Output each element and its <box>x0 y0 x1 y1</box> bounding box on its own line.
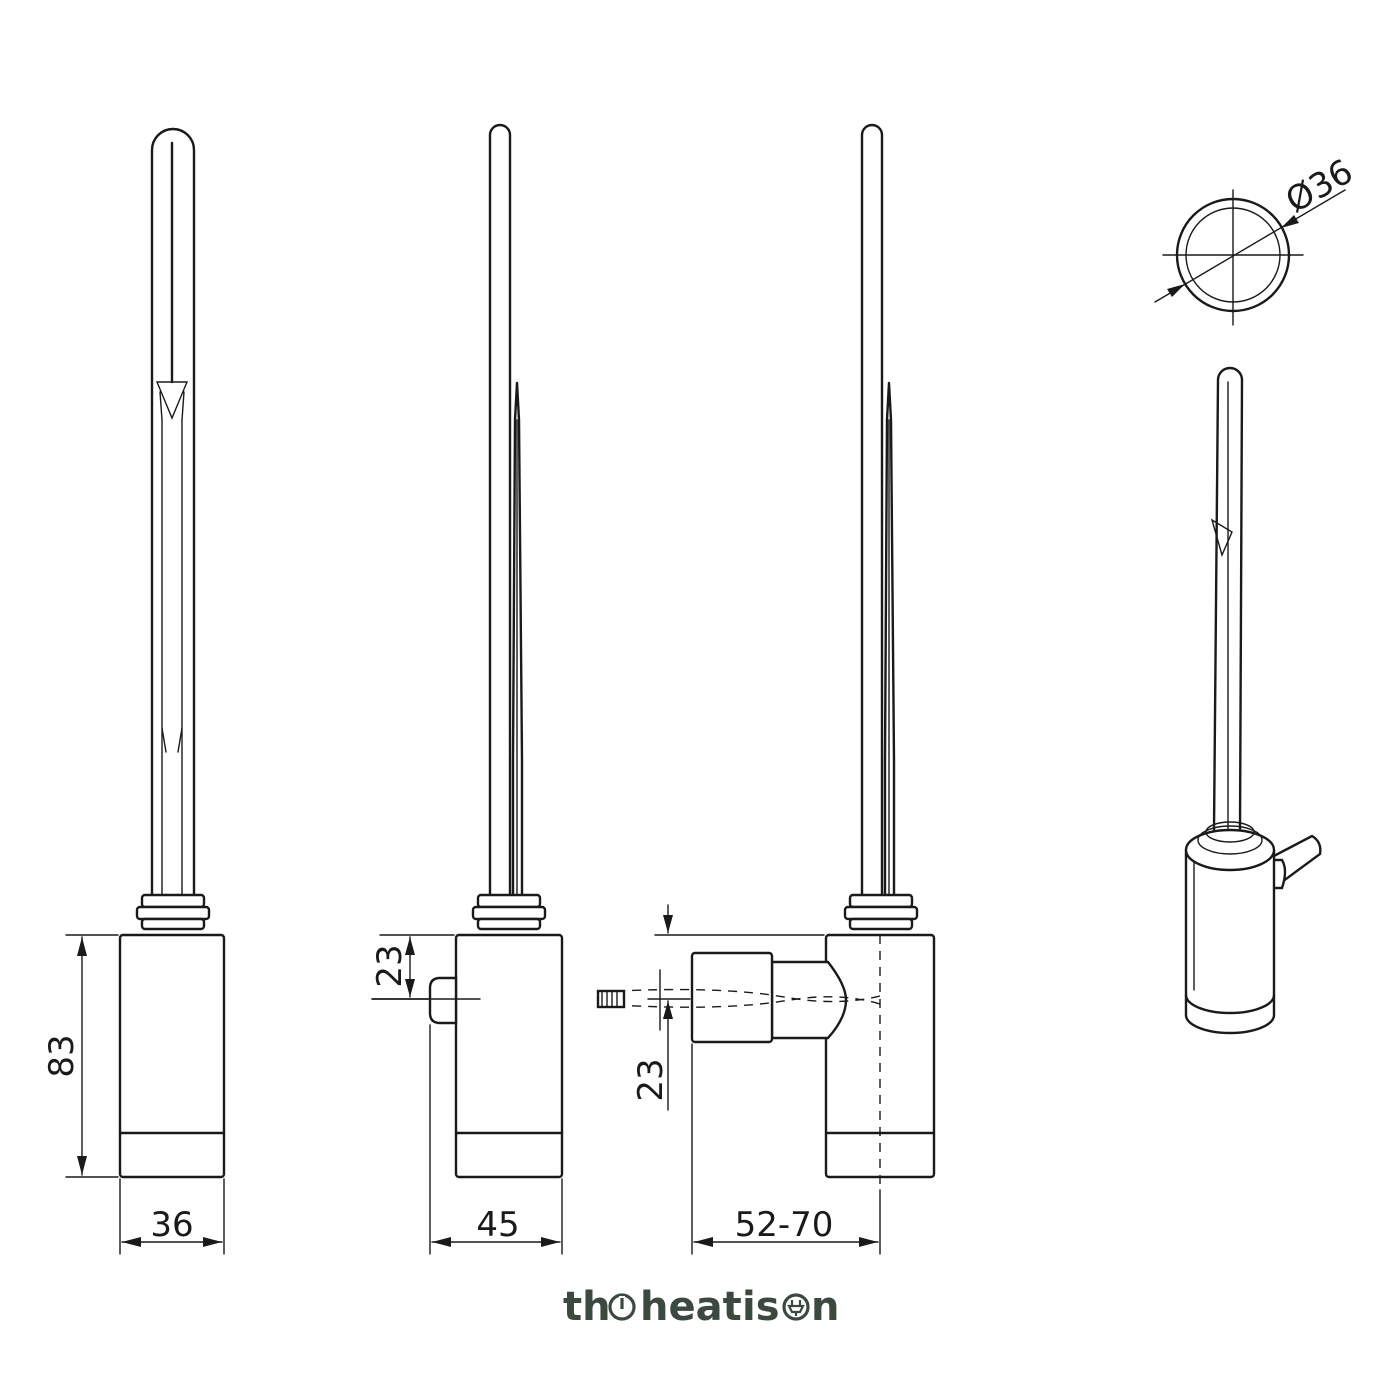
ext-cable-wires <box>601 990 618 1008</box>
front-body <box>118 933 226 1179</box>
persp-collar-inner <box>1205 821 1255 843</box>
front-rod-marks <box>161 727 183 753</box>
ext-dim-width-label: 52-70 <box>735 1205 834 1245</box>
front-dim-height-label: 83 <box>42 1034 82 1077</box>
front-collar-ring-1 <box>140 893 206 909</box>
plug-icon <box>782 1293 810 1321</box>
persp-rod-taper <box>1210 518 1233 558</box>
extended-view: 23 52-70 <box>596 123 936 1255</box>
perspective-view <box>1184 366 1322 1035</box>
ext-cable-path-bottom <box>599 996 881 1008</box>
ext-collar-ring-1 <box>848 893 914 909</box>
ext-rod-outline <box>860 123 884 897</box>
side-view: 23 45 <box>370 123 564 1255</box>
persp-body <box>1184 850 1276 1035</box>
side-sensor-probe <box>511 381 524 897</box>
top-view: Ø36 <box>1154 152 1360 326</box>
logo-word-th: th <box>563 1284 611 1330</box>
top-dim-diameter-label: Ø36 <box>1279 152 1360 222</box>
side-collar-ring-3 <box>476 917 542 931</box>
side-body <box>454 933 564 1179</box>
logo-word-heat: heat <box>640 1284 742 1330</box>
ext-arm-cap <box>690 951 774 1044</box>
ext-dim-offset-arrows <box>663 915 673 1019</box>
brand-logo: th heat is n <box>563 1284 839 1330</box>
ext-sensor-probe <box>883 381 896 897</box>
front-dim-width-label: 36 <box>150 1205 193 1245</box>
logo-word-n: n <box>811 1284 839 1330</box>
side-collar-ring-2 <box>471 905 547 921</box>
front-view: 83 36 <box>42 127 226 1255</box>
persp-collar-top <box>1197 825 1263 855</box>
ext-collar-ring-3 <box>848 917 914 931</box>
front-collar-ring-3 <box>140 917 206 931</box>
side-collar-ring-1 <box>476 893 542 909</box>
front-rod-taper <box>155 381 189 421</box>
side-dim-offset-arrows <box>405 937 415 997</box>
persp-body-band <box>1184 993 1276 1015</box>
logo-word-is: is <box>742 1284 780 1330</box>
top-dim-leader <box>1154 189 1346 303</box>
power-icon <box>608 1293 636 1321</box>
side-cable-gland <box>428 976 458 1025</box>
ext-cable-path-top <box>599 988 881 1003</box>
ext-dim-width-arrows <box>694 1237 878 1247</box>
persp-body-top <box>1184 828 1276 872</box>
top-dim-arrows <box>1167 215 1299 297</box>
persp-rod-outline <box>1212 366 1244 832</box>
ext-collar-ring-2 <box>843 905 919 921</box>
front-collar-ring-2 <box>135 905 211 921</box>
front-rod-outline <box>150 127 196 897</box>
side-dim-width-label: 45 <box>476 1205 519 1245</box>
side-rod-outline <box>488 123 512 897</box>
ext-dim-offset-label: 23 <box>631 1058 671 1101</box>
side-dim-offset-label: 23 <box>370 944 410 987</box>
